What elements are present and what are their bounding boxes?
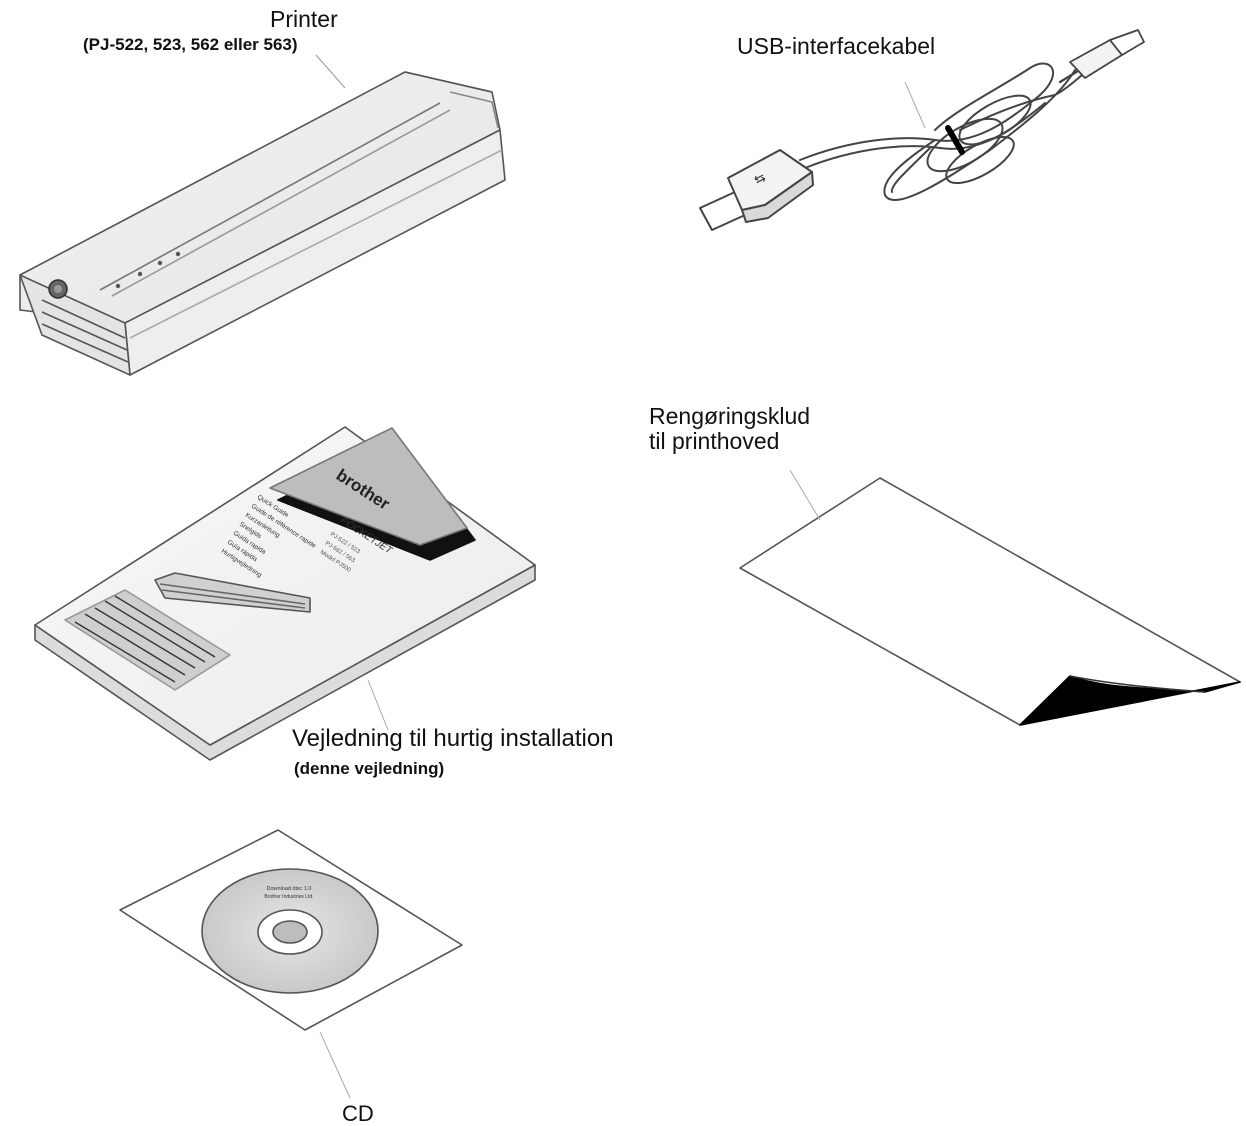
printer-illustration [19, 71, 506, 376]
cd-label: CD [342, 1101, 374, 1126]
usb-connector-small [1069, 29, 1145, 79]
printer-label: Printer [270, 6, 338, 32]
usb-cable-illustration [799, 50, 1110, 201]
cd-disc-line2: Brother Industries Ltd. [264, 894, 313, 900]
usb-connector-large: ⇆ [699, 149, 814, 231]
quick-guide-booklet-illustration [34, 426, 536, 761]
printer-models-label: (PJ-522, 523, 562 eller 563) [83, 35, 298, 54]
cleaning-cloth-illustration [739, 477, 1241, 726]
cleaning-cloth-label-line2: til printhoved [649, 428, 780, 454]
cd-illustration [119, 829, 463, 1031]
quick-guide-label: Vejledning til hurtig installation [292, 725, 614, 752]
usb-cable-label: USB-interfacekabel [737, 33, 936, 59]
cleaning-cloth-label-line1: Rengøringsklud [649, 403, 811, 429]
cd-disc-line1: Download disc 1.0 [267, 886, 312, 892]
quick-guide-note: (denne vejledning) [294, 759, 445, 778]
